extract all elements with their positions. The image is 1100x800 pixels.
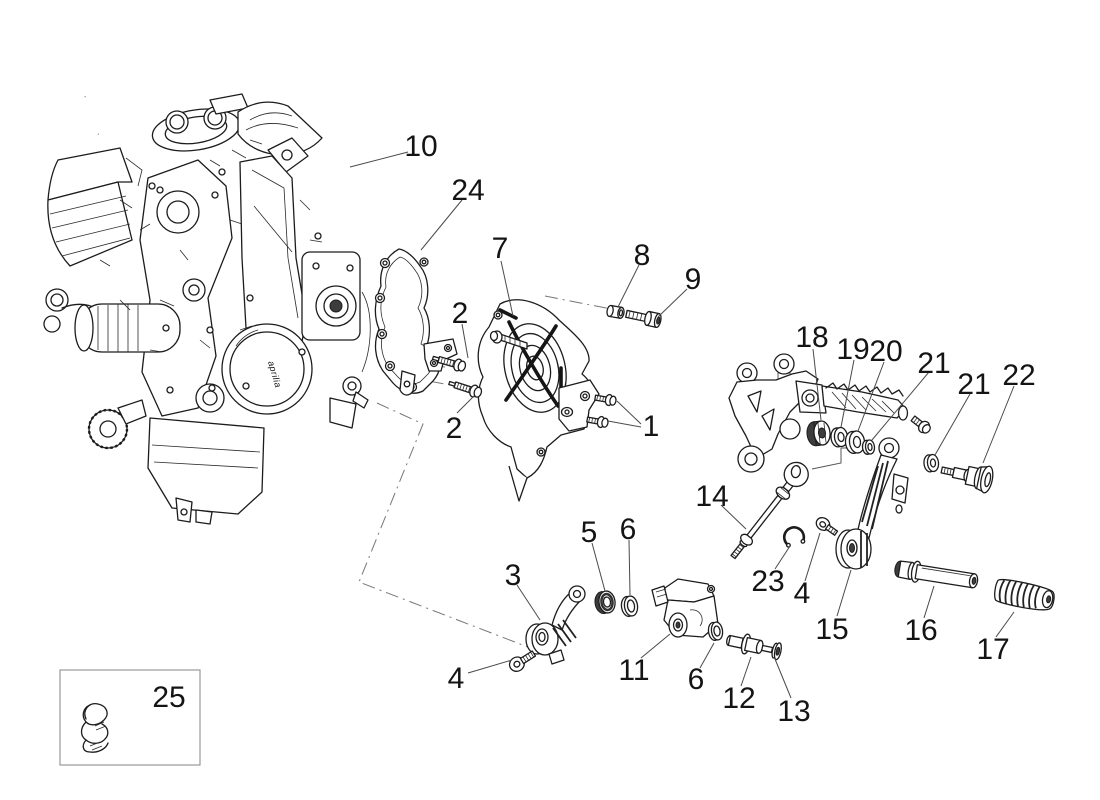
bearing-part-5	[594, 590, 616, 615]
washer-part-6a	[620, 595, 639, 618]
inset-box-part-25	[59, 669, 201, 766]
shift-arm-part-3	[525, 585, 586, 665]
washer-part-21b	[923, 453, 940, 473]
gear-sensor-part-11	[651, 578, 719, 638]
callout-2b: 2	[446, 412, 463, 445]
cover-bolt-part-1b	[586, 415, 609, 429]
nut-part-18	[806, 420, 831, 447]
cover-bolt-part-1a	[594, 393, 617, 407]
washer-part-21a	[861, 439, 876, 455]
callout-9: 9	[685, 263, 702, 296]
callout-13: 13	[777, 695, 810, 728]
leader-lines	[349, 151, 1015, 699]
stud-bolt-part-2-upper	[431, 355, 467, 372]
callout-5: 5	[581, 516, 598, 549]
callout-11: 11	[618, 654, 649, 687]
callout-8: 8	[634, 239, 651, 272]
callout-10: 10	[404, 130, 437, 163]
footpeg-pin-part-16	[894, 560, 979, 589]
callout-2a: 2	[452, 297, 469, 330]
footpeg-bracket	[728, 353, 931, 473]
screw-part-13	[761, 642, 782, 661]
washer-part-19	[830, 426, 849, 448]
bolt-part-9	[625, 309, 662, 329]
linkage-rod-part-14	[730, 461, 809, 560]
callout-17: 17	[976, 633, 1009, 666]
stud-bolt-part-2-lower	[448, 380, 483, 398]
washer-part-6b	[707, 621, 724, 642]
washer-part-20	[844, 430, 866, 455]
callout-19: 19	[836, 333, 869, 366]
callout-4b: 4	[794, 577, 811, 610]
gasket-part-24	[374, 248, 458, 396]
callout-21a: 21	[917, 347, 950, 380]
callout-23: 23	[751, 565, 784, 598]
callout-21b: 21	[957, 368, 990, 401]
callout-22: 22	[1002, 359, 1035, 392]
callout-20: 20	[869, 335, 902, 368]
bushing-part-8	[606, 304, 625, 319]
spacer-pin-part-12	[726, 633, 764, 655]
sprocket-cover-part-7	[477, 299, 600, 502]
screw-part-4a	[508, 650, 537, 672]
footpeg-rubber-part-17	[994, 579, 1055, 611]
callout-16: 16	[904, 614, 937, 647]
callout-24: 24	[451, 174, 484, 207]
callout-6b: 6	[688, 663, 705, 696]
callout-4a: 4	[448, 662, 465, 695]
clip-part-25	[80, 703, 109, 753]
callout-25: 25	[152, 681, 185, 714]
circlip-part-23	[782, 526, 806, 548]
engine-illustration: aprilia	[43, 93, 371, 525]
callout-3: 3	[505, 559, 522, 592]
pivot-bolt-part-22	[940, 465, 994, 494]
callout-12: 12	[722, 682, 755, 715]
callout-1: 1	[643, 410, 660, 443]
callout-6a: 6	[620, 513, 637, 546]
screw-part-4b	[815, 517, 839, 536]
callout-15: 15	[815, 613, 848, 646]
gear-lever-part-15	[835, 437, 909, 570]
callout-14: 14	[695, 480, 728, 513]
callout-labels: 10 24 7 8 9 2 2 1 18 19 20 21 21 22 14 2…	[152, 130, 1035, 728]
callout-7: 7	[492, 232, 509, 265]
callout-18: 18	[795, 321, 828, 354]
